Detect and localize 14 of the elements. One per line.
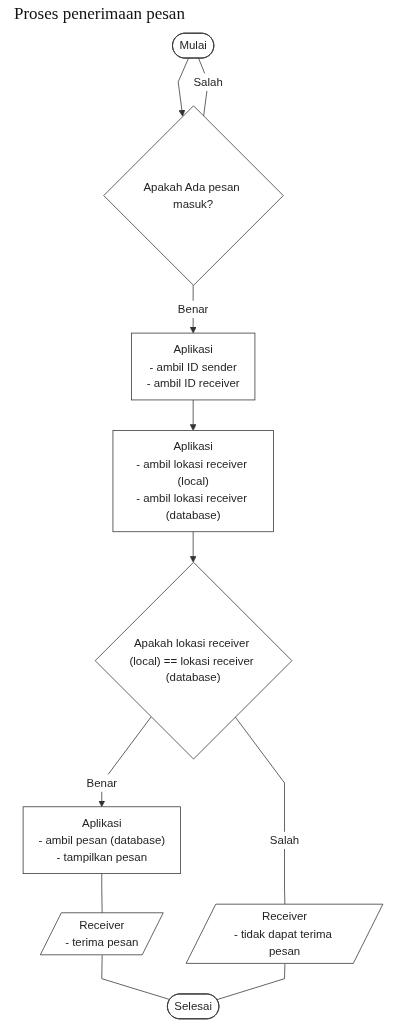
edge-label: Benar [85, 775, 117, 789]
edge-label: Salah [269, 833, 299, 847]
diagram-title: Proses penerimaan pesan [14, 4, 185, 24]
node-diamond: Apakah lokasi receiver (local) == lokasi receiver (database) [94, 561, 292, 760]
edge-label: Benar [177, 302, 208, 316]
node-box: Aplikasi - ambil ID sender - ambil ID receiver [130, 332, 255, 401]
connector [100, 873, 103, 914]
node-diamond: Apakah Ada pesan masuk? [102, 105, 284, 286]
node-box: Aplikasi - ambil lokasi receiver (local) - ambil lokasi receiver (database) [112, 430, 274, 533]
connector [234, 716, 285, 905]
node-box: Aplikasi - ambil pesan (database) - tampilkan pesan [22, 806, 181, 874]
connector [216, 963, 285, 1000]
edge-label: Salah [192, 74, 223, 88]
connector [100, 954, 170, 1000]
